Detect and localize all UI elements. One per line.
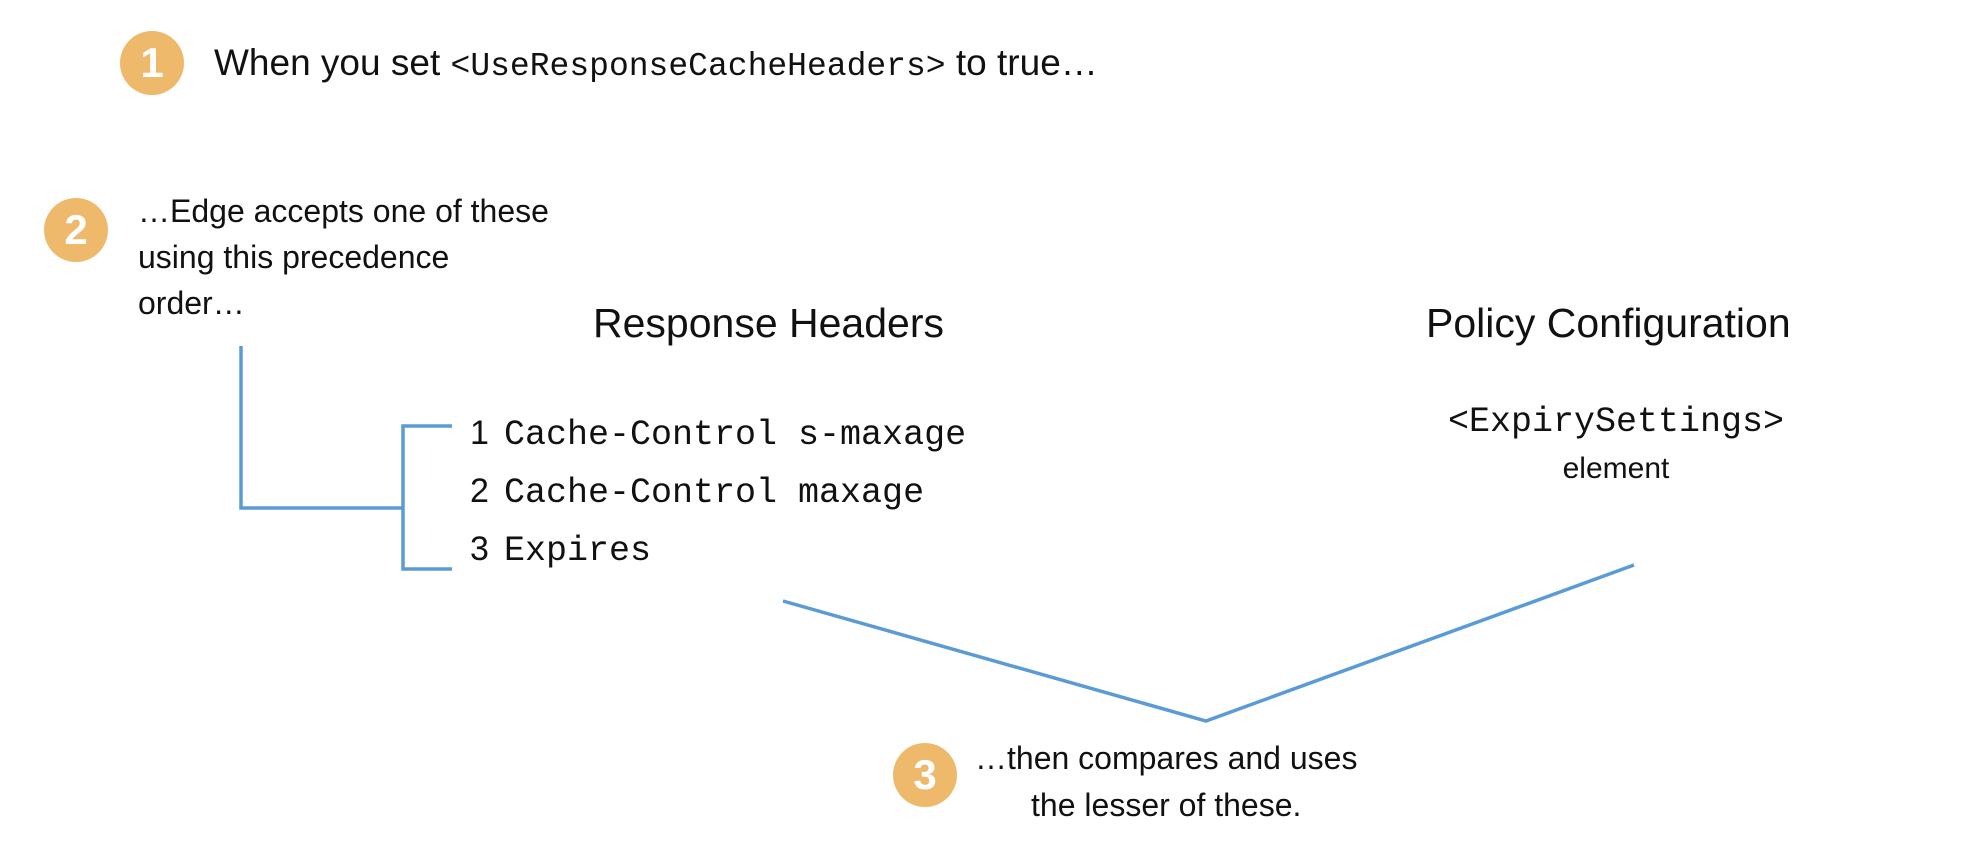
precedence-bracket — [401, 424, 452, 571]
list-item-label: Cache-Control s-maxage — [504, 415, 967, 455]
step-1-caption-prefix: When you set — [214, 42, 451, 83]
list-item-label: Expires — [504, 531, 652, 571]
step-1-caption-suffix: to true… — [945, 42, 1098, 83]
step-3-caption: …then compares and uses the lesser of th… — [975, 740, 1358, 823]
comparison-v-connector — [782, 563, 1635, 723]
response-headers-heading: Response Headers — [593, 300, 944, 346]
list-item-label: Cache-Control maxage — [504, 473, 925, 513]
list-item: 2 Cache-Control maxage — [470, 472, 966, 530]
list-item: 3 Expires — [470, 530, 966, 588]
policy-configuration-block: <ExpirySettings> element — [1416, 402, 1816, 486]
policy-configuration-heading: Policy Configuration — [1426, 300, 1791, 346]
step2-elbow-connector — [239, 346, 403, 510]
step-1-caption-code: <UseResponseCacheHeaders> — [450, 48, 946, 85]
list-item-rank: 1 — [470, 414, 489, 452]
step-2-caption: …Edge accepts one of these using this pr… — [138, 193, 549, 321]
list-item-rank: 3 — [470, 530, 489, 568]
step-badge-1: 1 — [120, 31, 184, 95]
step-badge-2: 2 — [44, 198, 108, 262]
step-1-caption: When you set <UseResponseCacheHeaders> t… — [214, 38, 1098, 92]
list-item: 1 Cache-Control s-maxage — [470, 414, 966, 472]
list-item-rank: 2 — [470, 472, 489, 510]
expiry-settings-tag: <ExpirySettings> — [1447, 402, 1785, 442]
precedence-list: 1 Cache-Control s-maxage 2 Cache-Control… — [470, 414, 966, 588]
expiry-settings-element-word: element — [1562, 452, 1670, 485]
step-badge-3: 3 — [893, 743, 957, 807]
